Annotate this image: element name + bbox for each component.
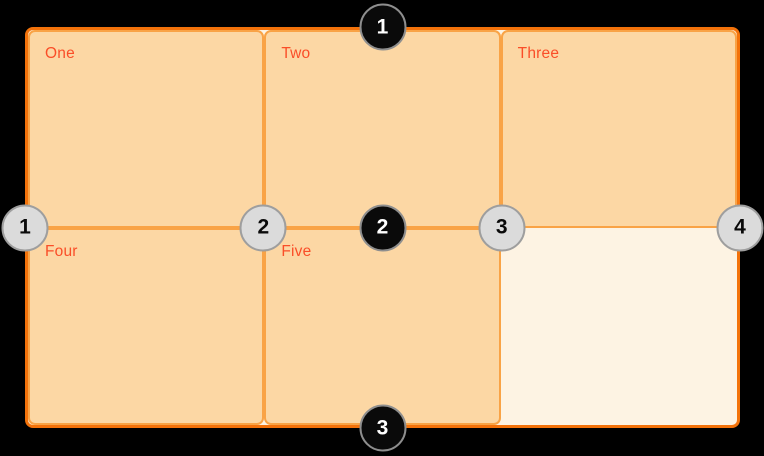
grid-cell-label: One xyxy=(45,45,75,62)
grid-cell-five: Five xyxy=(264,227,501,425)
grid-cell-four: Four xyxy=(28,227,265,425)
grid-cell-label xyxy=(501,228,737,241)
grid-cell-empty xyxy=(501,228,737,426)
grid-cell-label: Three xyxy=(517,45,560,62)
grid-cell-two: Two xyxy=(264,30,501,228)
grid-container: One Two Three Four Five xyxy=(25,27,740,428)
grid-cell-label: Four xyxy=(45,242,78,260)
grid-cell-three: Three xyxy=(500,30,737,228)
grid-cell-label: Five xyxy=(281,242,312,260)
grid-cell-one: One xyxy=(28,30,265,228)
grid-cell-label: Two xyxy=(281,45,311,62)
